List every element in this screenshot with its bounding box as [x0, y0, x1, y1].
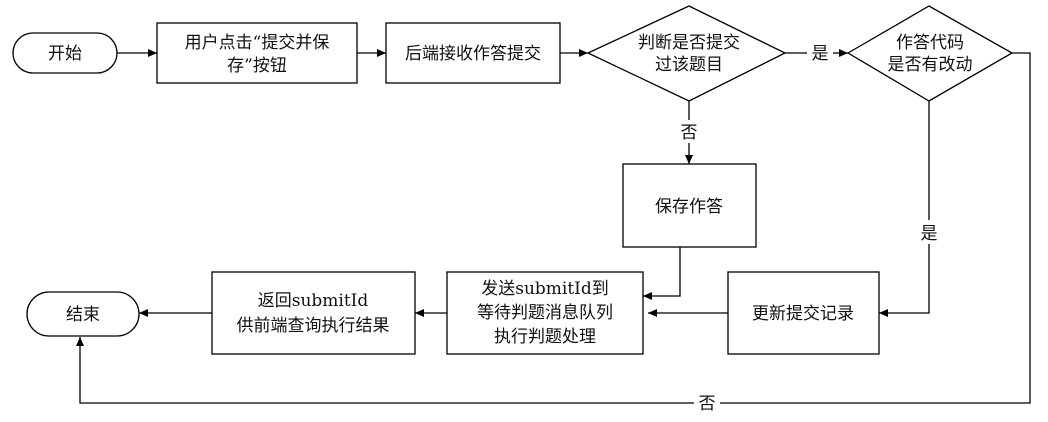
code-changed-decision: 作答代码 是否有改动 [846, 5, 1014, 102]
click-submit-box: 用户点击“提交并保 存”按钮 [156, 22, 358, 84]
edge-label-no-mid: 否 [681, 123, 698, 143]
edge-changed-to-update-b [879, 244, 930, 317]
check-submitted-line-1: 判断是否提交 [638, 33, 740, 53]
start-node: 开始 [12, 32, 118, 74]
edge-label-yes-top: 是 [812, 44, 829, 64]
backend-receive-box: 后端接收作答提交 [385, 22, 561, 84]
edge-save-to-queue [643, 247, 681, 300]
edge-changed-no-b [76, 337, 694, 404]
save-answer-label: 保存作答 [655, 197, 723, 217]
return-id-line-2: 供前端查询执行结果 [237, 316, 390, 336]
save-answer-box: 保存作答 [622, 163, 757, 248]
backend-receive-label: 后端接收作答提交 [405, 44, 541, 64]
code-changed-line-1: 作答代码 [896, 33, 964, 53]
edge-changed-no-a [720, 52, 1031, 404]
edge-label-yes-right: 是 [921, 224, 938, 244]
start-label: 开始 [48, 44, 82, 64]
update-record-box: 更新提交记录 [727, 271, 880, 355]
send-queue-line-1: 发送submitId到 [481, 279, 609, 299]
click-submit-line-1: 用户点击“提交并保 [185, 33, 330, 53]
send-queue-line-3: 执行判题处理 [494, 327, 596, 347]
check-submitted-decision: 判断是否提交 过该题目 [586, 5, 787, 102]
send-queue-box: 发送submitId到 等待判题消息队列 执行判题处理 [446, 271, 644, 355]
update-record-label: 更新提交记录 [752, 304, 854, 324]
return-id-box: 返回submitId 供前端查询执行结果 [211, 271, 416, 355]
connectors [76, 49, 1031, 404]
check-submitted-line-2: 过该题目 [655, 55, 723, 75]
end-label: 结束 [66, 305, 100, 325]
code-changed-line-2: 是否有改动 [888, 55, 973, 75]
send-queue-line-2: 等待判题消息队列 [477, 303, 613, 323]
edge-label-no-bottom: 否 [699, 394, 716, 414]
end-node: 结束 [26, 291, 140, 337]
click-submit-line-2: 存”按钮 [227, 56, 287, 76]
return-id-line-1: 返回submitId [258, 291, 369, 311]
